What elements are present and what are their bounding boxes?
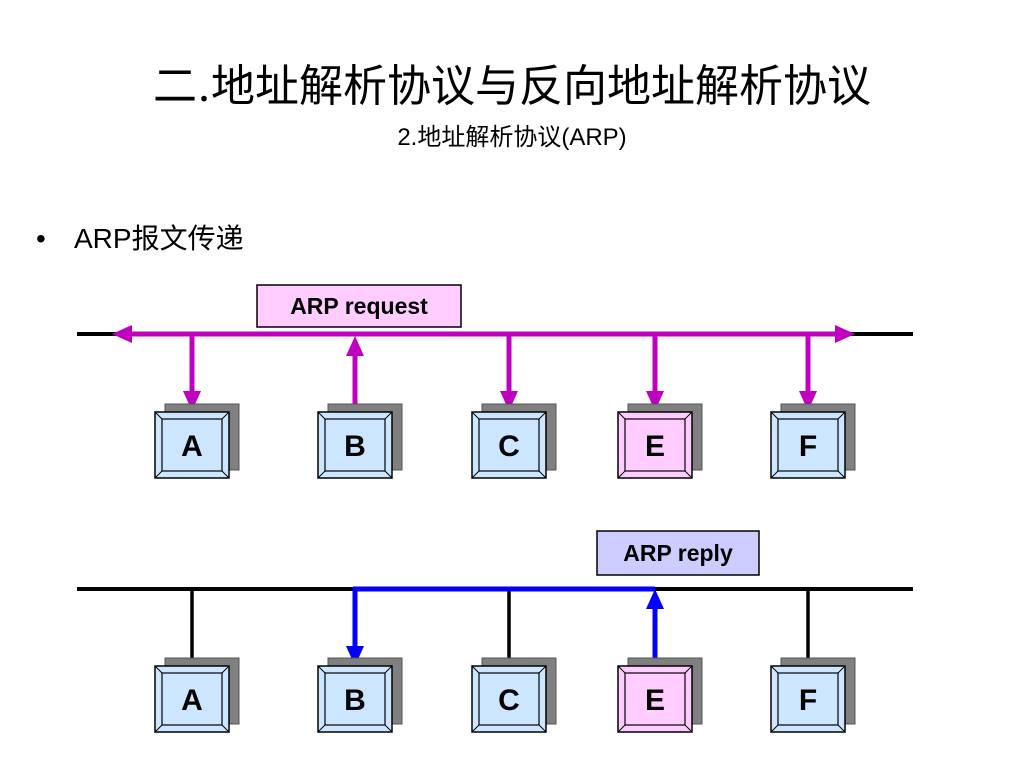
request-arrows: [112, 325, 855, 411]
slide-title: 二.地址解析协议与反向地址解析协议: [153, 61, 871, 112]
reply-scene: ARP reply A B C E F: [77, 530, 913, 733]
reply-up-arrowhead: [646, 589, 664, 609]
reply-node-label: C: [498, 684, 520, 717]
reply-down-arrowhead: [346, 646, 364, 666]
request-node-label: E: [645, 430, 665, 463]
request-node-label: B: [344, 430, 366, 463]
reply-label-box: ARP reply: [596, 530, 760, 576]
request-node-label: C: [498, 430, 520, 463]
slide-subtitle: 2.地址解析协议(ARP): [397, 124, 627, 151]
broadcast-arrowhead-left: [112, 325, 132, 343]
request-node-b: B: [317, 403, 403, 479]
request-node-e: E: [617, 403, 703, 479]
reply-node-f: F: [770, 657, 856, 733]
reply-node-label: E: [645, 684, 665, 717]
reply-label-text: ARP reply: [623, 540, 733, 566]
bullet-text: ARP报文传递: [74, 223, 244, 254]
request-down-arrowhead: [799, 391, 817, 411]
reply-node-e: E: [617, 657, 703, 733]
bullet-item: • ARP报文传递: [36, 219, 244, 259]
reply-path: [346, 586, 664, 666]
request-down-arrowhead: [646, 391, 664, 411]
request-node-label: A: [181, 430, 203, 463]
reply-node-c: C: [471, 657, 557, 733]
reply-node-label: F: [799, 684, 817, 717]
broadcast-arrowhead-right: [835, 325, 855, 343]
request-scene: ARP request A B C E F: [77, 284, 913, 479]
reply-node-b: B: [317, 657, 403, 733]
request-node-a: A: [154, 403, 240, 479]
reply-drop-lines: [190, 589, 810, 658]
request-up-arrowhead: [346, 336, 364, 356]
request-label-text: ARP request: [290, 293, 428, 319]
request-down-arrowhead: [183, 391, 201, 411]
reply-node-label: B: [344, 684, 366, 717]
request-label-box: ARP request: [256, 284, 462, 328]
request-node-f: F: [770, 403, 856, 479]
reply-node-a: A: [154, 657, 240, 733]
bullet-marker: •: [36, 223, 46, 254]
request-node-label: F: [799, 430, 817, 463]
request-down-arrowhead: [500, 391, 518, 411]
reply-node-label: A: [181, 684, 203, 717]
request-node-c: C: [471, 403, 557, 479]
